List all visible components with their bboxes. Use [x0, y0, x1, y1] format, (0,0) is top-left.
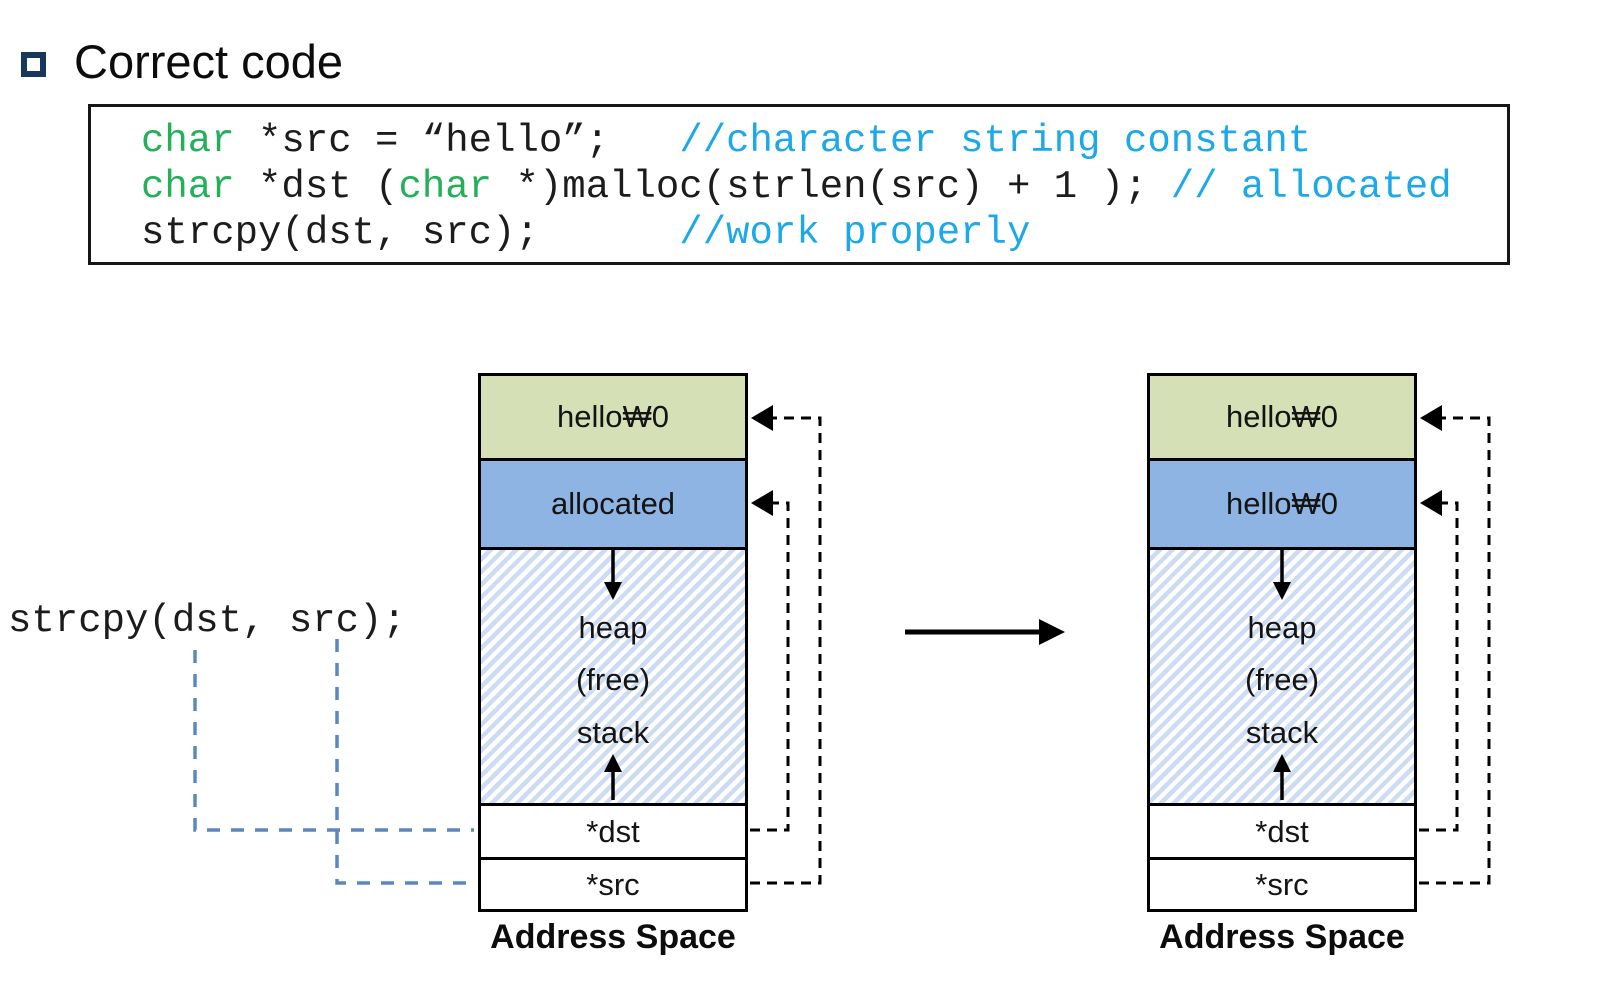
dst-to-allocated-connector — [1419, 490, 1459, 832]
free-label: (free) — [1244, 662, 1320, 697]
keyword: char — [141, 165, 235, 209]
allocated-cell: allocated — [478, 458, 748, 550]
string-constant-label: hello₩0 — [557, 399, 669, 434]
transition-arrow — [905, 619, 1065, 645]
dst-to-allocated-connector — [750, 490, 790, 832]
copied-string-label: hello₩0 — [1226, 486, 1338, 521]
dst-pointer-cell: *dst — [478, 803, 748, 860]
src-pointer-label: *src — [1255, 866, 1309, 902]
address-space-diagram-left: hello₩0 allocated heap (free) stack *dst… — [478, 0, 748, 1000]
dst-pointer-label: *dst — [1255, 813, 1309, 849]
src-to-string-connector — [1419, 405, 1491, 885]
code-comment: //character string constant — [679, 119, 1312, 163]
address-space-caption: Address Space — [490, 918, 736, 956]
dst-pointer-cell: *dst — [1147, 803, 1417, 860]
stack-label: stack — [576, 715, 650, 750]
dst-pointer-label: *dst — [586, 813, 640, 849]
code-line-2: char *dst (char *)malloc(strlen(src) + 1… — [141, 164, 1507, 210]
address-space-caption: Address Space — [1159, 918, 1405, 956]
code-box: char *src = “hello”; //character string … — [88, 104, 1510, 265]
src-pointer-cell: *src — [1147, 857, 1417, 912]
src-to-string-connector — [750, 405, 822, 885]
page-title: Correct code — [74, 35, 344, 88]
allocated-label: allocated — [550, 486, 676, 521]
heap-label: heap — [578, 610, 648, 645]
free-label: (free) — [575, 662, 651, 697]
code-text: *dst ( — [234, 165, 399, 209]
address-space-diagram-right: hello₩0 hello₩0 heap (free) stack *dst *… — [1147, 0, 1417, 1000]
dst-argument-connector — [193, 650, 474, 832]
code-comment: //work properly — [679, 211, 1031, 255]
title-bullet-icon — [21, 52, 46, 77]
src-pointer-cell: *src — [478, 857, 748, 912]
code-line-3: strcpy(dst, src); //work properly — [141, 210, 1507, 256]
code-text: *)malloc(strlen(src) + 1 ); — [492, 165, 1171, 209]
string-constant-label: hello₩0 — [1226, 399, 1338, 434]
strcpy-call-label: strcpy(dst, src); — [8, 599, 406, 643]
heap-label: heap — [1247, 610, 1317, 645]
code-text: *src = “hello”; — [234, 119, 680, 163]
keyword: char — [398, 165, 493, 209]
string-constant-cell: hello₩0 — [1147, 373, 1417, 461]
code-line-1: char *src = “hello”; //character string … — [141, 118, 1507, 164]
code-text: strcpy(dst, src); — [141, 211, 680, 255]
src-pointer-label: *src — [586, 866, 640, 902]
keyword: char — [141, 119, 235, 163]
string-constant-cell: hello₩0 — [478, 373, 748, 461]
code-comment: // allocated — [1170, 165, 1452, 209]
stack-label: stack — [1245, 715, 1319, 750]
allocated-cell: hello₩0 — [1147, 458, 1417, 550]
src-argument-connector — [335, 639, 474, 885]
